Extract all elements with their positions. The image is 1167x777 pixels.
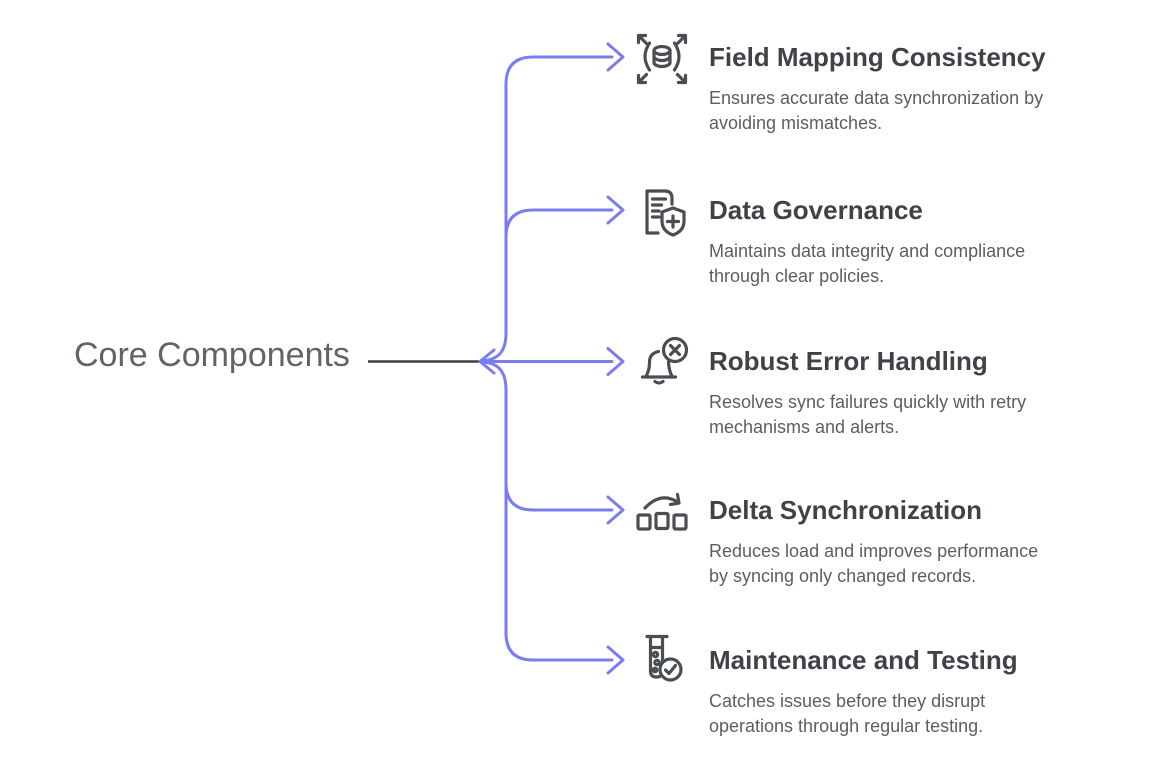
hub-chevron-icon xyxy=(478,348,496,375)
error-handling-icon xyxy=(632,333,692,393)
item-description: Maintains data integrity and compliance … xyxy=(709,241,1026,286)
item-data-governance: Data Governance Maintains data integrity… xyxy=(632,189,1092,289)
branch-line-4 xyxy=(504,481,614,512)
arrowhead-icon-4 xyxy=(606,495,625,525)
item-description: Resolves sync failures quickly with retr… xyxy=(709,392,1027,437)
maintenance-testing-icon xyxy=(632,627,692,687)
arrowhead-icon-1 xyxy=(606,42,625,72)
branch-line-1 xyxy=(479,55,614,363)
data-governance-icon xyxy=(632,182,692,242)
delta-synchronization-icon xyxy=(632,478,692,538)
item-title: Delta Synchronization xyxy=(709,495,983,525)
root-label: Core Components xyxy=(74,336,350,374)
item-delta-synchronization: Delta Synchronization Reduces load and i… xyxy=(632,492,1092,589)
item-maintenance-and-testing: Maintenance and Testing Catches issues b… xyxy=(632,634,1092,739)
item-title: Maintenance and Testing xyxy=(709,645,1018,675)
item-title: Data Governance xyxy=(709,195,923,225)
item-field-mapping-consistency: Field Mapping Consistency Ensures accura… xyxy=(632,33,1092,136)
arrowhead-icon-5 xyxy=(606,645,625,675)
branch-line-2 xyxy=(504,208,614,239)
item-description: Ensures accurate data synchronization by… xyxy=(709,88,1044,133)
item-description: Catches issues before they disrupt opera… xyxy=(709,691,986,736)
arrowhead-icon-3 xyxy=(606,347,625,376)
field-mapping-consistency-icon xyxy=(632,29,692,89)
branch-line-5 xyxy=(479,360,614,662)
item-title: Field Mapping Consistency xyxy=(709,42,1046,72)
item-description: Reduces load and improves performance by… xyxy=(709,541,1039,586)
item-title: Robust Error Handling xyxy=(709,346,988,376)
arrowhead-icon-2 xyxy=(606,195,625,225)
item-robust-error-handling: Robust Error Handling Resolves sync fail… xyxy=(632,336,1092,440)
